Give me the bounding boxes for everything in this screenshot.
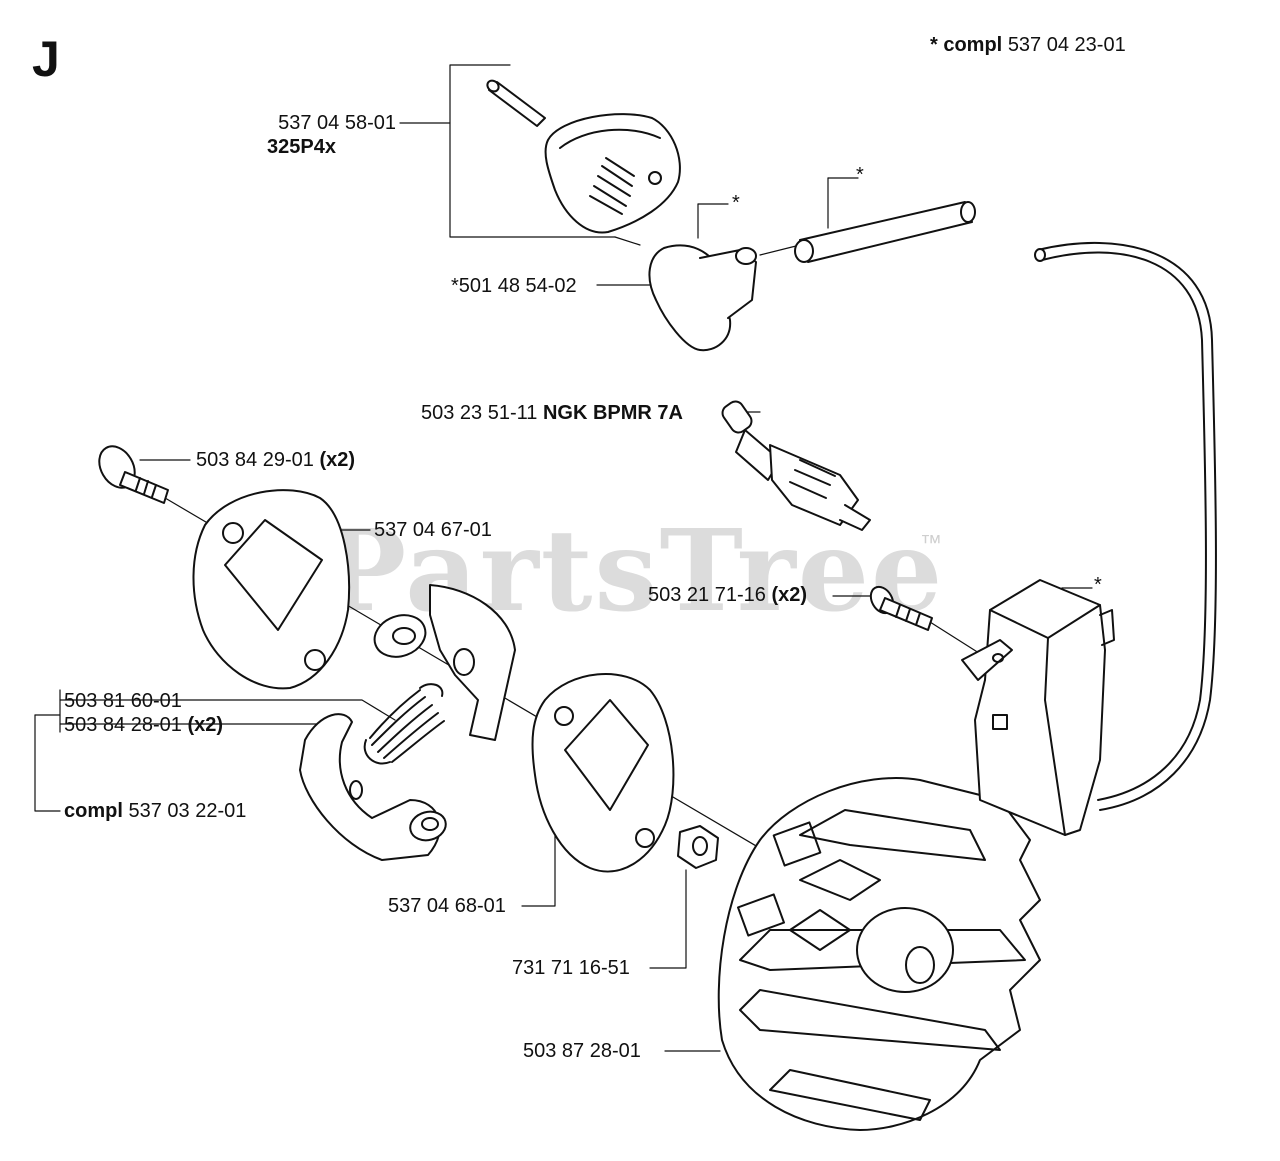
part-number-screw-top[interactable]: 503 84 29-01 (x2) <box>196 449 356 471</box>
pin-part <box>486 79 546 127</box>
part-number-module-screw[interactable]: 503 21 71-16 (x2) <box>648 584 808 606</box>
part-number-plate-top[interactable]: 537 04 67-01 <box>374 519 492 541</box>
part-number-shoe[interactable]: 503 84 28-01 (x2) <box>64 714 224 736</box>
part-number-spark-plug[interactable]: 503 23 51-11 NGK BPMR 7A <box>421 402 683 424</box>
flywheel-part <box>717 777 1041 1131</box>
clutch-shoe-bottom-part <box>299 713 447 861</box>
star-mark-cap: * <box>732 192 740 214</box>
plate-bottom-part <box>531 673 675 873</box>
module-screw-part <box>869 585 933 631</box>
screw-top-part <box>98 445 169 504</box>
part-number-flywheel[interactable]: 503 87 28-01 <box>523 1040 641 1062</box>
plug-cap-part <box>648 244 757 352</box>
part-number-spring[interactable]: 503 81 60-01 <box>64 690 182 712</box>
ignition-module-part <box>961 579 1115 836</box>
section-letter: J <box>32 31 60 87</box>
lead-tube-part <box>794 201 976 263</box>
spark-plug-part <box>721 400 871 531</box>
leader-lines <box>34 64 1093 1052</box>
star-mark-lead: * <box>856 164 864 186</box>
washer-part <box>677 825 719 869</box>
cover-part <box>544 113 681 234</box>
ignition-lead-part <box>1034 241 1217 811</box>
part-number-cover[interactable]: 537 04 58-01 <box>278 112 396 134</box>
star-mark-module: * <box>1094 574 1102 596</box>
spring-part <box>363 683 445 765</box>
clutch-shoe-top-part <box>373 584 516 741</box>
part-number-plug-cap[interactable]: *501 48 54-02 <box>451 275 577 297</box>
trademark-symbol: ™ <box>920 530 942 555</box>
watermark-brand: PartsTree <box>322 506 945 637</box>
plate-top-part <box>192 489 351 690</box>
model-label-cover: 325P4x <box>267 136 336 158</box>
assembly-compl-label: * compl 537 04 23-01 <box>930 34 1126 56</box>
part-number-plate-bottom[interactable]: 537 04 68-01 <box>388 895 506 917</box>
part-number-washer[interactable]: 731 71 16-51 <box>512 957 630 979</box>
part-number-clutch-compl[interactable]: compl 537 03 22-01 <box>64 800 247 822</box>
